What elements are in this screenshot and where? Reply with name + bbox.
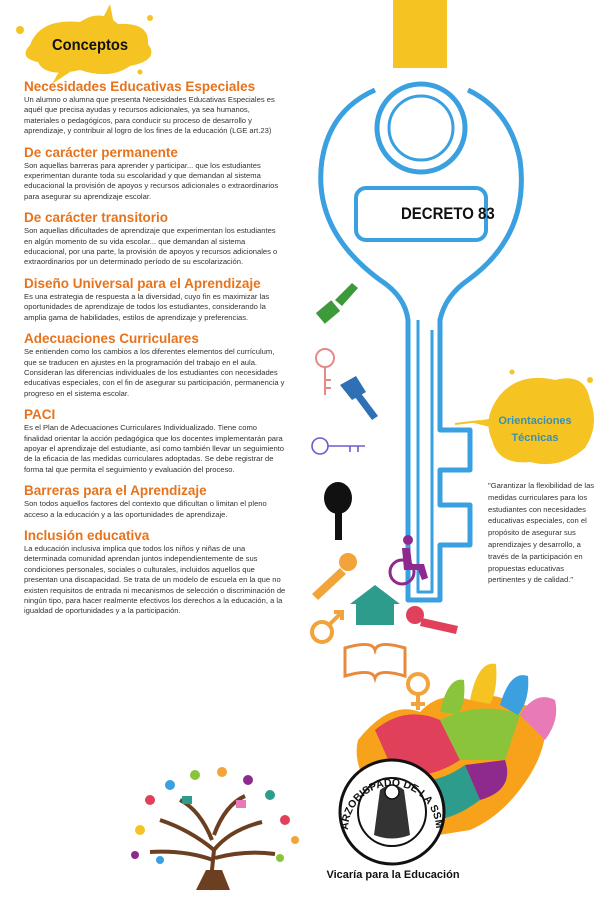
key-graphic — [318, 81, 524, 603]
paint-splash-top — [16, 4, 153, 84]
concept-heading: Necesidades Educativas Especiales — [24, 79, 256, 94]
orientaciones-quote: "Garantizar la flexibilidad de las medid… — [488, 481, 595, 585]
orientaciones-title-line1: Orientaciones — [498, 415, 572, 427]
vicaria-caption: Vicaría para la Educación — [326, 869, 460, 881]
education-tree-graphic — [131, 767, 299, 891]
house-icon — [350, 585, 400, 625]
key-icon-green — [315, 283, 358, 324]
concept-body: Un alumno o alumna que presenta Necesida… — [24, 95, 275, 136]
key-icon-pink-outline — [315, 348, 335, 395]
concepts-column: Necesidades Educativas Especiales Un alu… — [24, 80, 286, 626]
concept-body: Son aquellas barreras para aprender y pa… — [24, 160, 279, 201]
female-symbol-icon — [406, 672, 430, 710]
concept-section: Diseño Universal para el Aprendizaje Es … — [24, 275, 286, 323]
key-icon-purple-outline — [311, 437, 365, 455]
concept-heading: De carácter permanente — [24, 144, 178, 160]
key-icon-orange — [312, 553, 357, 600]
concept-body: Se entienden como los cambios a los dife… — [24, 347, 285, 398]
concept-body: Son aquellas dificultades de aprendizaje… — [24, 226, 278, 267]
concept-heading: Diseño Universal para el Aprendizaje — [24, 275, 261, 291]
concepts-title: Conceptos — [52, 37, 129, 54]
key-icon-black — [324, 482, 352, 540]
male-symbol-icon — [310, 610, 344, 644]
key-label-box — [354, 186, 488, 242]
key-icon-blue — [340, 376, 378, 420]
concept-body: Son todos aquellos factores del contexto… — [24, 499, 267, 519]
concept-body: Es una estrategia de respuesta a la dive… — [24, 291, 270, 322]
concept-section: De carácter transitorio Son aquellas dif… — [24, 211, 286, 268]
concept-body: Es el Plan de Adecuaciones Curriculares … — [24, 423, 285, 474]
concept-section: Barreras para el Aprendizaje Son todos a… — [24, 484, 286, 520]
concept-section: Necesidades Educativas Especiales Un alu… — [24, 80, 286, 137]
key-ribbon — [393, 0, 447, 68]
concept-section: PACI Es el Plan de Adecuaciones Curricul… — [24, 408, 286, 475]
wheelchair-icon — [388, 535, 428, 586]
concept-section: De carácter permanente Son aquellas barr… — [24, 144, 286, 203]
concept-section: Adecuaciones Curriculares Se entienden c… — [24, 332, 286, 399]
decreto-label: DECRETO 83 — [401, 204, 495, 223]
concept-heading: De carácter transitorio — [24, 210, 169, 226]
orientaciones-title: Orientaciones Técnicas — [494, 413, 576, 447]
paint-splash-right — [454, 369, 594, 465]
concept-heading: Barreras para el Aprendizaje — [24, 483, 207, 499]
orientaciones-title-line2: Técnicas — [511, 432, 559, 444]
book-icon — [343, 643, 407, 684]
concept-heading: Adecuaciones Curriculares — [24, 331, 199, 347]
key-icon-red — [406, 606, 458, 634]
concept-section: Inclusión educativa La educación inclusi… — [24, 527, 286, 617]
concept-heading: PACI — [24, 407, 56, 423]
concept-heading: Inclusión educativa — [24, 527, 150, 543]
concept-body: La educación inclusiva implica que todos… — [24, 543, 286, 616]
